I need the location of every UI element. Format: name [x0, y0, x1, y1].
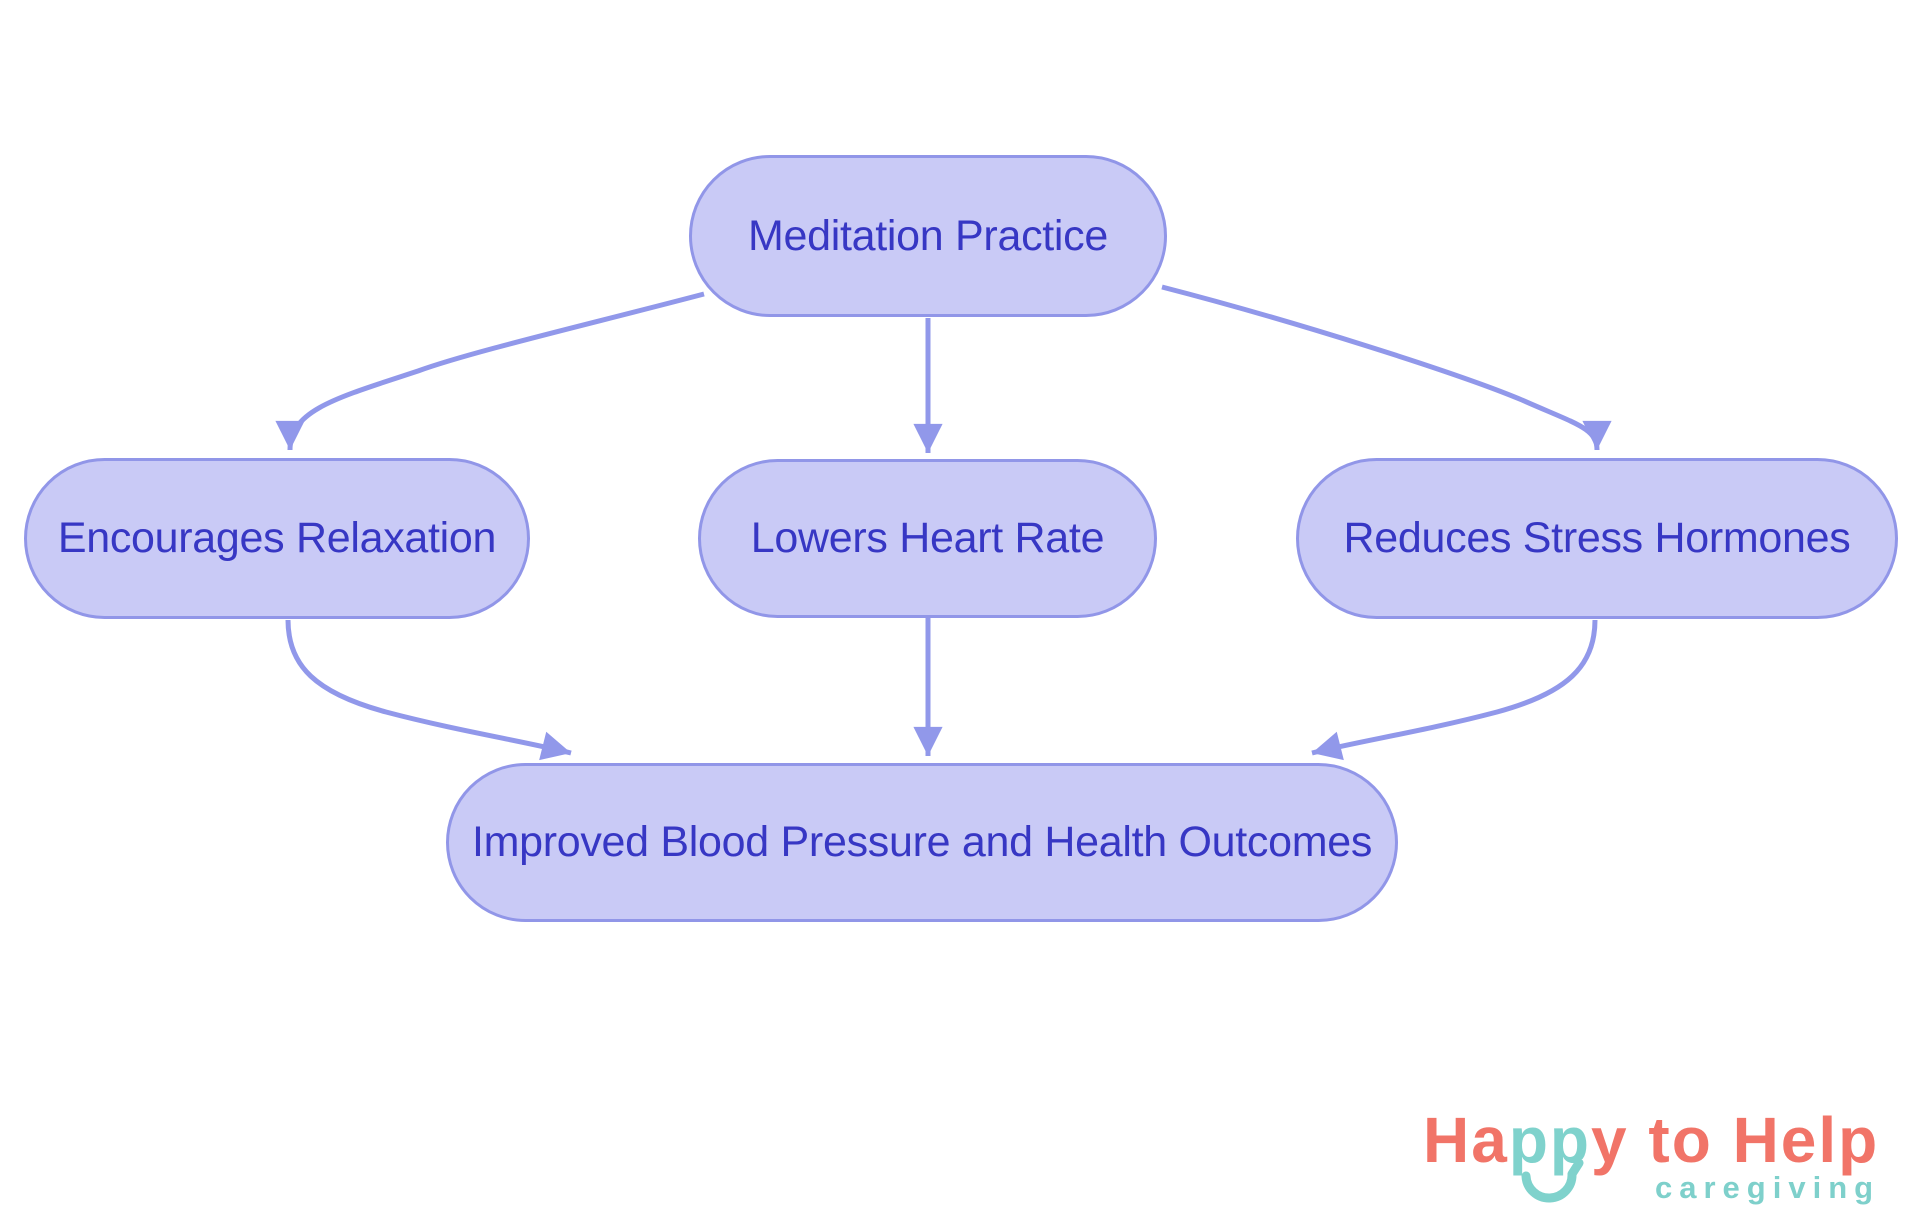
logo-text-ha: Ha — [1423, 1104, 1509, 1176]
node-meditation-practice-label: Meditation Practice — [748, 211, 1108, 260]
node-meditation-practice: Meditation Practice — [689, 155, 1167, 317]
node-reduces-stress-hormones: Reduces Stress Hormones — [1296, 458, 1898, 619]
node-lowers-heart-rate: Lowers Heart Rate — [698, 459, 1157, 618]
smile-icon — [1521, 1160, 1584, 1203]
node-reduces-stress-hormones-label: Reduces Stress Hormones — [1343, 514, 1851, 562]
edge-meditation-to-hormones — [1161, 284, 1612, 451]
logo-wordmark: Happy to Help — [1423, 1108, 1883, 1172]
logo-text-y-to-help: y to Help — [1591, 1104, 1880, 1176]
logo-subtitle: caregiving — [1655, 1170, 1881, 1205]
node-improved-outcomes: Improved Blood Pressure and Health Outco… — [446, 763, 1398, 922]
edge-meditation-to-relaxation — [275, 291, 705, 451]
edge-hormones-to-outcomes — [1311, 619, 1598, 761]
edge-relaxation-to-outcomes — [285, 619, 572, 761]
node-encourages-relaxation-label: Encourages Relaxation — [57, 514, 497, 562]
node-improved-outcomes-label: Improved Blood Pressure and Health Outco… — [471, 818, 1373, 866]
happy-to-help-logo: Happy to Help caregiving — [1423, 1108, 1883, 1203]
node-encourages-relaxation: Encourages Relaxation — [24, 458, 530, 619]
node-lowers-heart-rate-label: Lowers Heart Rate — [750, 514, 1105, 562]
